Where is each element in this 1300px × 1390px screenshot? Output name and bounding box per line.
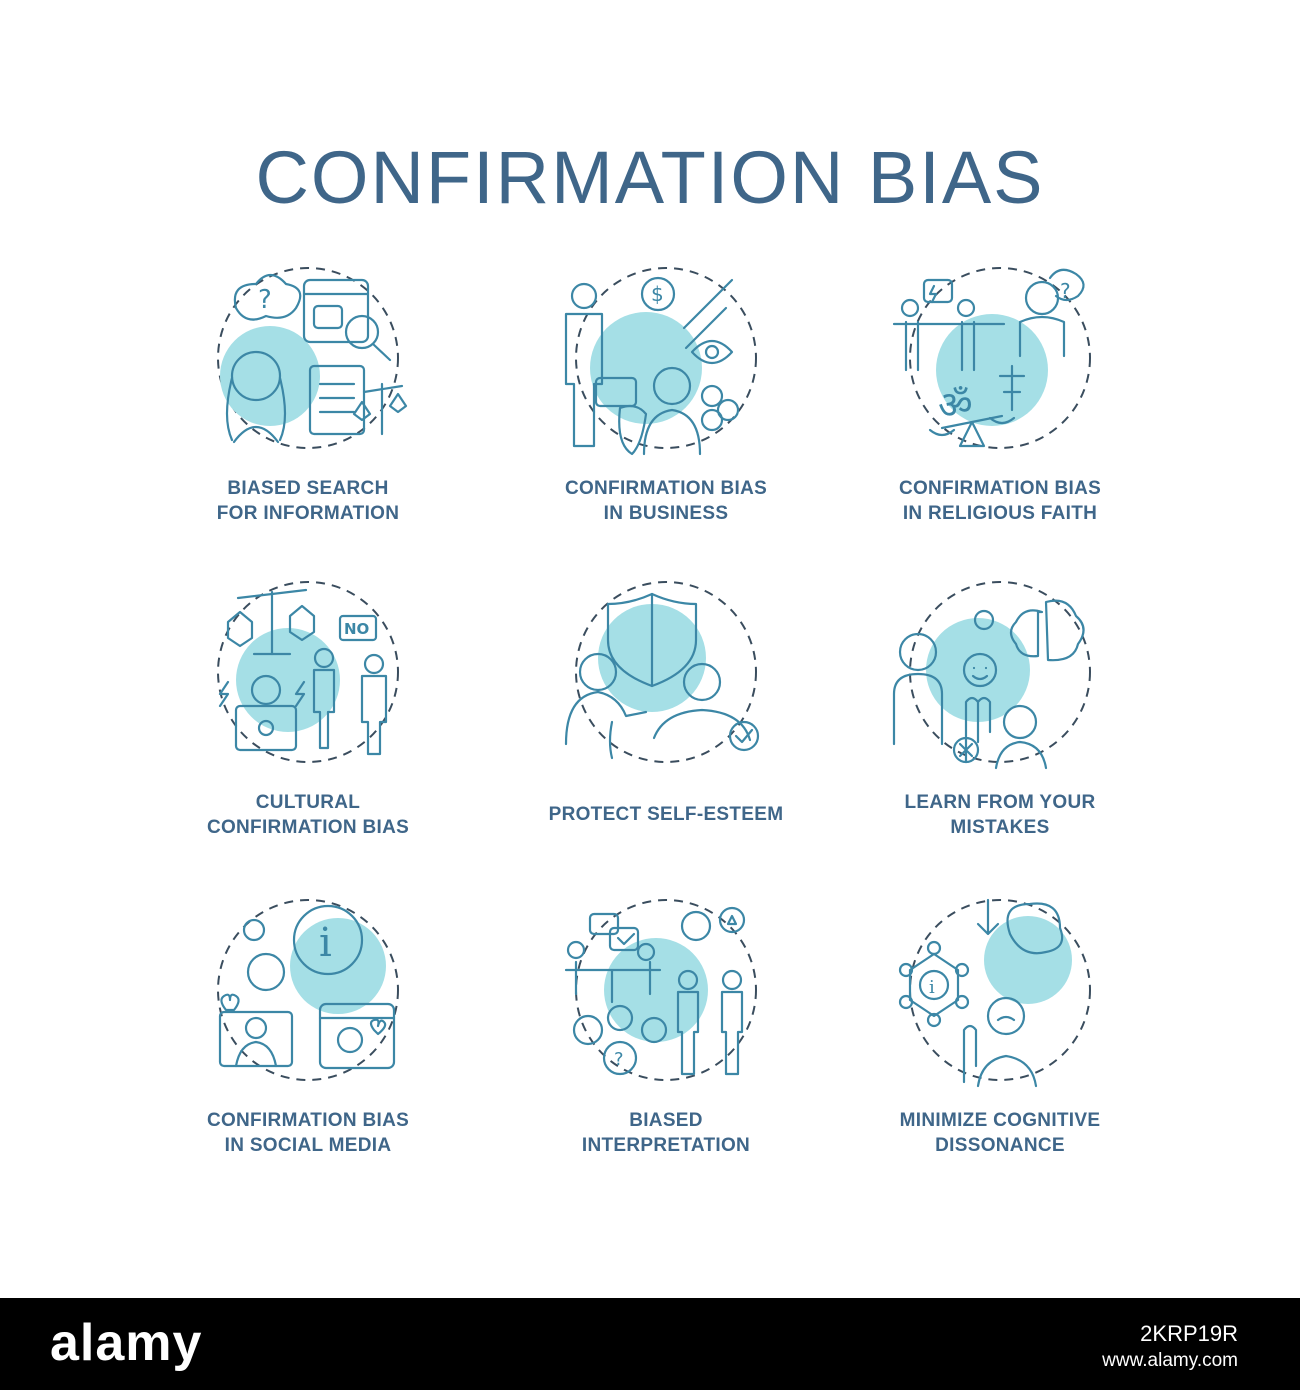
source-url: www.alamy.com <box>1102 1350 1238 1371</box>
svg-text:i: i <box>929 977 935 998</box>
page-title: CONFIRMATION BIAS <box>255 136 1045 219</box>
caption-line: DISSONANCE <box>935 1135 1065 1156</box>
network-hand-icon: i <box>898 898 1091 1088</box>
caption-line: MINIMIZE COGNITIVE <box>899 1110 1101 1131</box>
caption-line: PROTECT SELF-ESTEEM <box>548 804 784 825</box>
caption-line: INTERPRETATION <box>581 1135 751 1156</box>
caption-line: MISTAKES <box>950 817 1050 838</box>
alamy-logo: alamy <box>50 1314 203 1372</box>
caption-line: CONFIRMATION BIAS <box>206 1110 410 1131</box>
caption-line: CULTURAL <box>255 792 361 813</box>
svg-text:?: ? <box>1060 279 1071 303</box>
caption-line: IN BUSINESS <box>603 503 729 524</box>
caption-line: IN SOCIAL MEDIA <box>224 1135 392 1156</box>
icon-caption: CULTURAL CONFIRMATION BIAS <box>158 790 458 840</box>
caption-line: IN RELIGIOUS FAITH <box>902 503 1098 524</box>
religion-scales-icon: ? ॐ <box>892 267 1091 449</box>
caption-line: CONFIRMATION BIAS <box>206 817 410 838</box>
culture-scales-icon: NO <box>217 581 399 763</box>
caption-line: CONFIRMATION BIAS <box>898 478 1102 499</box>
caption-line: BIASED SEARCH <box>227 478 389 499</box>
businessman-dollar-icon: $ <box>564 267 757 456</box>
caption-line: FOR INFORMATION <box>216 503 400 524</box>
svg-text:ॐ: ॐ <box>938 383 973 427</box>
svg-text:?: ? <box>258 285 272 315</box>
caption-line: BIASED <box>629 1110 703 1131</box>
svg-text:$: $ <box>651 282 664 306</box>
icon-caption: CONFIRMATION BIAS IN SOCIAL MEDIA <box>158 1108 458 1158</box>
icon-caption: BIASED SEARCH FOR INFORMATION <box>158 476 458 526</box>
magnifier-question-icon: ? <box>217 267 408 449</box>
icon-caption: MINIMIZE COGNITIVE DISSONANCE <box>850 1108 1150 1158</box>
watermark-bar <box>0 1298 1300 1390</box>
image-id: 2KRP19R <box>1140 1321 1238 1346</box>
icon-caption: CONFIRMATION BIAS IN RELIGIOUS FAITH <box>850 476 1150 526</box>
svg-text:?: ? <box>614 1049 624 1070</box>
caption-line: LEARN FROM YOUR <box>904 792 1096 813</box>
svg-text:NO: NO <box>344 620 369 638</box>
icon-caption: CONFIRMATION BIAS IN BUSINESS <box>516 476 816 526</box>
info-social-icon: i <box>217 899 399 1081</box>
svg-text:i: i <box>319 920 332 966</box>
caption-line: CONFIRMATION BIAS <box>564 478 768 499</box>
icon-caption: PROTECT SELF-ESTEEM <box>516 802 816 827</box>
icon-caption: LEARN FROM YOUR MISTAKES <box>850 790 1150 840</box>
shield-people-icon <box>564 581 760 763</box>
icon-caption: BIASED INTERPRETATION <box>516 1108 816 1158</box>
brain-gears-icon <box>892 581 1091 770</box>
discussion-people-icon: ? <box>564 899 757 1081</box>
